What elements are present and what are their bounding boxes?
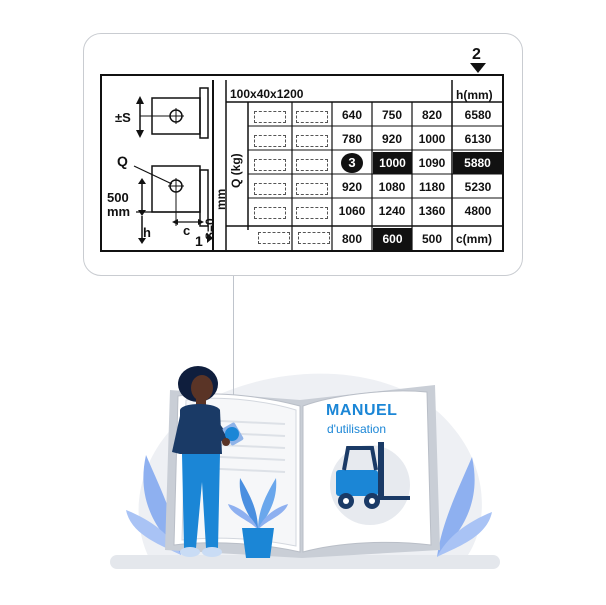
capacity-axis-label: Q (kg)	[229, 153, 243, 188]
capacity-plate	[100, 74, 504, 252]
load-height-value: 500	[107, 190, 129, 205]
height-header: h(mm)	[456, 88, 493, 102]
table-cell: 750	[381, 108, 403, 122]
blank-cell	[296, 135, 328, 147]
table-cell: 820	[421, 108, 443, 122]
table-cell: 1090	[418, 156, 446, 170]
blank-cell	[254, 111, 286, 123]
table-cell: 1360	[418, 204, 446, 218]
load-symbol: Q	[117, 153, 128, 169]
connector-line	[233, 276, 234, 404]
table-cell: 920	[381, 132, 403, 146]
table-cell: 780	[341, 132, 363, 146]
marker-1-label: 1	[195, 233, 203, 249]
blank-cell	[254, 135, 286, 147]
height-cell-highlight: 5880	[453, 152, 502, 174]
distance-cell: 500	[421, 232, 443, 246]
arrow-down-icon	[470, 63, 486, 73]
person-illustration	[172, 366, 244, 557]
blank-cell	[296, 111, 328, 123]
distance-header: c(mm)	[456, 232, 493, 246]
marker-3-badge: 3	[341, 153, 363, 173]
table-cell: 1060	[338, 204, 366, 218]
leaf-right-icon	[437, 457, 492, 557]
table-cell-highlight: 1000	[373, 152, 412, 174]
blank-cell	[296, 183, 328, 195]
blank-cell	[298, 232, 330, 244]
height-cell: 5230	[464, 180, 492, 194]
blank-cell	[254, 159, 286, 171]
blank-cell	[258, 232, 290, 244]
table-cell: 920	[341, 180, 363, 194]
height-cell: 4800	[464, 204, 492, 218]
book-subtitle: d'utilisation	[327, 422, 386, 436]
side-shift-label: S=0	[203, 218, 217, 240]
distance-cell: 800	[341, 232, 363, 246]
side-shift-left-label: ±S	[115, 110, 131, 125]
potted-plant-icon	[228, 478, 288, 558]
marker-2-label: 2	[472, 46, 481, 63]
height-cell: 6130	[464, 132, 492, 146]
table-cell: 1240	[378, 204, 406, 218]
table-cell: 1080	[378, 180, 406, 194]
book-title: MANUEL	[326, 402, 398, 419]
mm-label: mm	[214, 188, 228, 210]
distance-cell-highlight: 600	[373, 228, 412, 250]
height-cell: 6580	[464, 108, 492, 122]
table-cell: 1000	[418, 132, 446, 146]
blank-cell	[296, 159, 328, 171]
blank-cell	[254, 207, 286, 219]
blank-cell	[254, 183, 286, 195]
table-cell: 640	[341, 108, 363, 122]
height-symbol: h	[143, 225, 151, 240]
load-spec-label: 100x40x1200	[230, 87, 304, 101]
blank-cell	[296, 207, 328, 219]
plate-grid	[133, 80, 504, 252]
table-cell: 1180	[418, 180, 446, 194]
load-height-unit: mm	[107, 204, 131, 219]
center-symbol: c	[183, 223, 191, 238]
